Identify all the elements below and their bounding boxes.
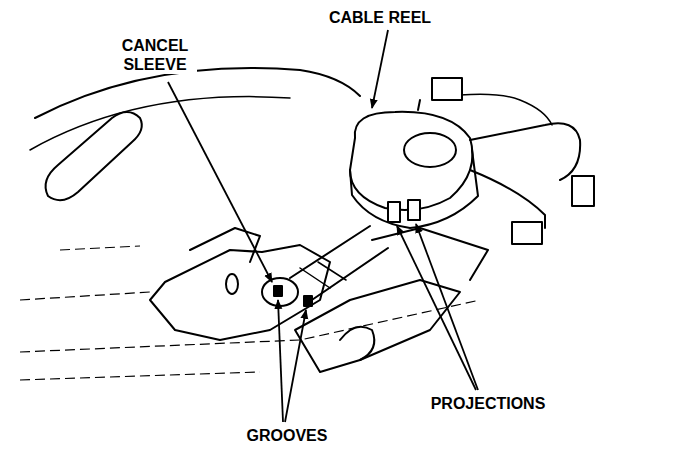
leader-line bbox=[278, 300, 283, 422]
cable-reel-hole bbox=[404, 133, 456, 167]
housing-detail bbox=[340, 327, 374, 360]
part-label: PROJECTIONS bbox=[429, 394, 548, 413]
center-line bbox=[20, 372, 260, 380]
connector bbox=[572, 176, 594, 206]
connector bbox=[432, 78, 462, 100]
projection bbox=[388, 202, 400, 222]
center-line bbox=[20, 300, 480, 352]
boss bbox=[226, 274, 238, 294]
harness-wire bbox=[470, 170, 545, 228]
shaft-detail bbox=[300, 262, 346, 288]
leader-line bbox=[285, 310, 306, 422]
cable-reel-body bbox=[350, 112, 473, 210]
leader-line bbox=[416, 224, 478, 390]
groove bbox=[274, 286, 282, 296]
part-label: GROOVES bbox=[245, 426, 330, 445]
reel-pin bbox=[418, 100, 420, 110]
wheel-rim bbox=[35, 68, 360, 118]
leader-line bbox=[372, 30, 388, 108]
harness-wire bbox=[470, 123, 580, 180]
leader-line bbox=[397, 226, 476, 390]
leader-line bbox=[168, 82, 272, 282]
switch-housing-top bbox=[190, 228, 260, 262]
wheel-spoke bbox=[46, 112, 142, 200]
column-housing bbox=[295, 280, 460, 372]
cable-reel-side bbox=[350, 150, 478, 228]
wheel-rim-inner bbox=[30, 97, 290, 150]
part-label: CANCEL SLEEVE bbox=[113, 36, 197, 74]
harness-wire bbox=[460, 94, 552, 125]
steering-shaft bbox=[290, 226, 388, 304]
center-line bbox=[60, 246, 140, 250]
center-line bbox=[20, 292, 150, 300]
part-label: CABLE REEL bbox=[327, 8, 433, 27]
column-frame bbox=[372, 228, 488, 280]
projection bbox=[408, 200, 420, 220]
cancel-sleeve bbox=[262, 278, 298, 306]
connector bbox=[512, 222, 542, 244]
